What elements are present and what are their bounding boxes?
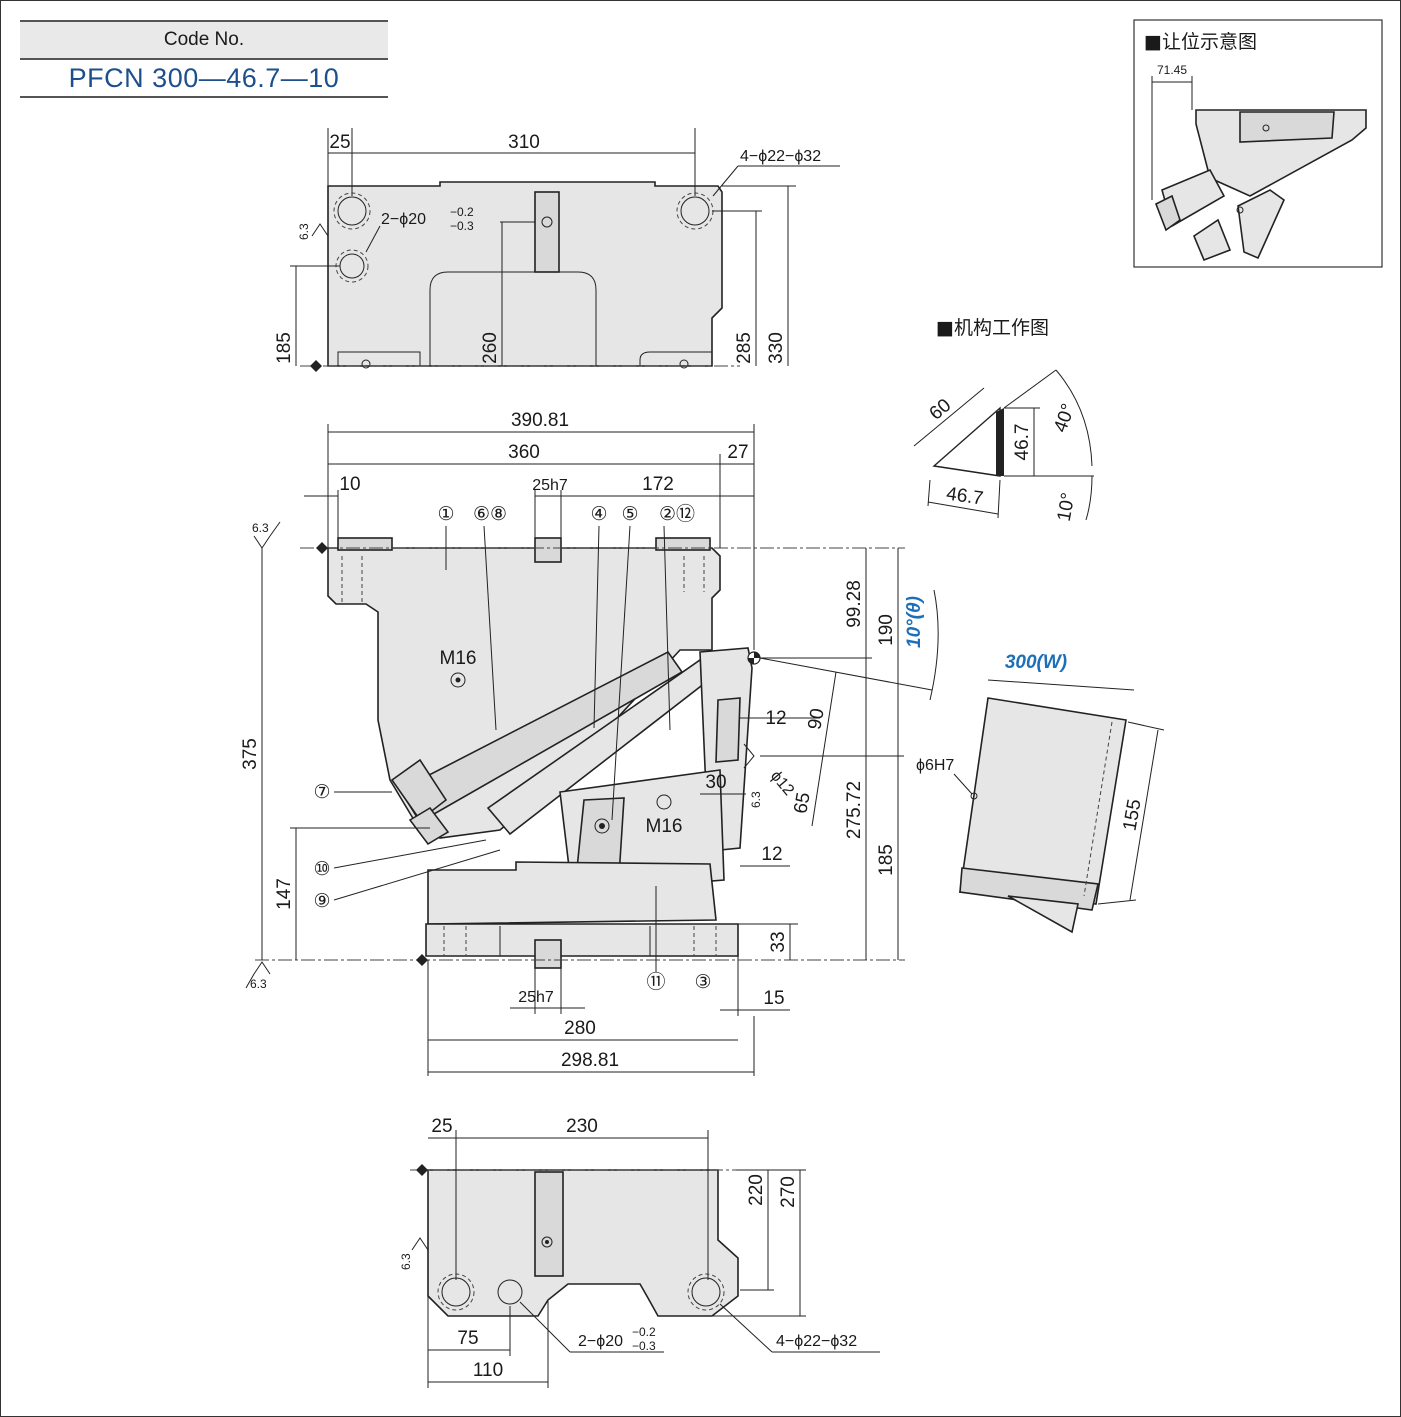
balloon-4: ④ — [590, 504, 607, 525]
top-dim-285: 285 — [734, 332, 755, 364]
front-finish-mid: 6.3 — [749, 791, 763, 808]
bottom-dim-270: 270 — [778, 1176, 799, 1208]
front-dim-172: 172 — [642, 474, 674, 495]
front-dim-375: 375 — [240, 738, 261, 770]
mech-dim-46h: 46.7 — [945, 484, 985, 510]
front-dim-25h7-bottom: 25h7 — [518, 989, 554, 1006]
mechanism-diagram: ■机构工作图 60 46.7 46.7 40° 10° — [913, 317, 1094, 523]
clearance-inset: ■让位示意图 71.45 — [1133, 19, 1383, 268]
balloon-7: ⑦ — [313, 782, 330, 803]
front-dim-147: 147 — [274, 878, 295, 910]
balloon-11: ⑪ — [646, 971, 665, 993]
code-number-box: Code No. PFCN 300—46.7—10 — [20, 20, 388, 98]
top-dim-185: 185 — [274, 332, 295, 364]
top-holes-4: 4−ϕ22−ϕ32 — [740, 148, 821, 165]
front-dim-10: 10 — [339, 474, 360, 495]
balloon-6-8: ⑥⑧ — [473, 504, 507, 525]
balloon-1: ① — [437, 504, 454, 525]
mechanism-title: ■机构工作图 — [936, 317, 1049, 339]
side-view: 300(W) 155 ϕ6H7 — [916, 652, 1165, 934]
front-m16-a: M16 — [440, 648, 477, 669]
front-dim-280: 280 — [564, 1018, 596, 1039]
bottom-tol-up: −0.2 — [632, 1325, 656, 1339]
front-finish-bottom: 6.3 — [250, 977, 267, 991]
front-dim-65: 65 — [790, 791, 814, 815]
bottom-hole-3 — [687, 1273, 725, 1311]
bottom-dim-25: 25 — [431, 1116, 452, 1137]
balloon-10: ⑩ — [313, 859, 330, 880]
mech-angle-10: 10° — [1054, 491, 1080, 523]
bottom-dim-230: 230 — [566, 1116, 598, 1137]
code-label: Code No. — [20, 20, 388, 60]
bottom-finish: 6.3 — [399, 1253, 413, 1270]
bottom-holes-2: 2−ϕ20 — [578, 1333, 623, 1350]
mech-angle-40: 40° — [1050, 401, 1080, 435]
front-dim-33: 33 — [768, 931, 789, 952]
top-tol-lo: −0.3 — [450, 219, 474, 233]
front-dim-25h7: 25h7 — [532, 477, 568, 494]
clearance-dim-71: 71.45 — [1157, 63, 1187, 77]
bottom-hole-2 — [497, 1279, 523, 1305]
side-pin: ϕ6H7 — [916, 757, 954, 774]
front-dim-30: 30 — [705, 772, 726, 793]
front-dim-12-lower: 12 — [761, 844, 782, 865]
front-dim-298: 298.81 — [561, 1050, 619, 1071]
top-dim-25: 25 — [329, 132, 350, 153]
bottom-dim-220: 220 — [746, 1174, 767, 1206]
bottom-view: 25 230 220 270 75 110 2−ϕ20 −0.2 −0.3 4−… — [399, 1116, 880, 1388]
front-finish-top: 6.3 — [252, 521, 269, 535]
bottom-dim-110: 110 — [473, 1360, 503, 1381]
clearance-title: ■让位示意图 — [1144, 31, 1257, 53]
front-dim-360: 360 — [508, 442, 540, 463]
top-tol-up: −0.2 — [450, 205, 474, 219]
front-dim-27: 27 — [727, 442, 748, 463]
bottom-dim-75: 75 — [457, 1328, 478, 1349]
mech-dim-60: 60 — [926, 395, 956, 425]
mech-dim-46v: 46.7 — [1012, 424, 1033, 461]
balloon-3: ③ — [694, 972, 711, 993]
front-dim-185: 185 — [876, 844, 897, 876]
bottom-tol-lo: −0.3 — [632, 1339, 656, 1353]
front-dim-99: 99.28 — [844, 580, 865, 628]
balloon-2-12: ②⑫ — [659, 503, 695, 525]
front-dim-275: 275.72 — [844, 781, 865, 839]
top-holes-2: 2−ϕ20 — [381, 211, 426, 228]
top-view: 25 310 4−ϕ22−ϕ32 2−ϕ20 −0.2 −0.3 185 260… — [274, 128, 840, 372]
balloon-9: ⑨ — [313, 891, 330, 912]
front-m16-b: M16 — [646, 816, 683, 837]
bottom-holes-4: 4−ϕ22−ϕ32 — [776, 1333, 857, 1350]
front-dim-90: 90 — [804, 707, 828, 731]
top-dim-260: 260 — [480, 332, 501, 364]
front-dim-390: 390.81 — [511, 410, 569, 431]
top-dim-310: 310 — [508, 132, 540, 153]
front-dim-12-upper: 12 — [765, 708, 786, 729]
top-finish: 6.3 — [297, 223, 311, 240]
side-width-label: 300(W) — [1005, 652, 1067, 673]
front-angle-theta: 10°(θ) — [904, 596, 925, 648]
top-dim-330: 330 — [766, 332, 787, 364]
code-value: PFCN 300—46.7—10 — [20, 60, 388, 98]
front-dim-15: 15 — [763, 988, 784, 1009]
balloon-5: ⑤ — [621, 504, 638, 525]
front-dim-190: 190 — [876, 614, 897, 646]
front-view: 390.81 360 27 10 25h7 172 ① ⑥⑧ ④ ⑤ ②⑫ ⑦ … — [240, 410, 939, 1076]
